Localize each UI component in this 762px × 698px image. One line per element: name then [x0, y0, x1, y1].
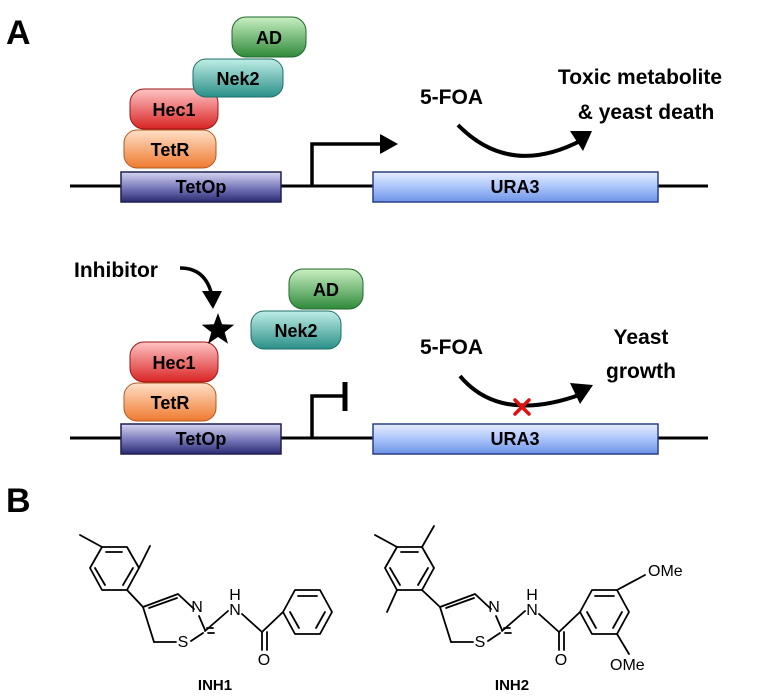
- bottom-scheme: TetOp URA3 TetR Hec1 Inhibitor Nek2 AD 5…: [70, 259, 708, 455]
- tetr-protein-bottom: TetR: [123, 382, 217, 422]
- nek2-protein-top: Nek2: [192, 58, 284, 98]
- conversion-arrowhead-bottom: [570, 383, 593, 404]
- outcome-line1-top: Toxic metabolite: [558, 66, 722, 89]
- ura3-label-top: URA3: [490, 177, 539, 197]
- compound-name-inh2: INH2: [495, 677, 529, 694]
- inh1-amide-n: N: [229, 602, 241, 619]
- promoter-arrow-top: [310, 142, 385, 186]
- nek2-label-top: Nek2: [216, 69, 259, 89]
- hec1-protein-top: Hec1: [129, 88, 219, 130]
- promoter-arrowhead-top: [380, 134, 398, 154]
- tetop-box-top: TetOp: [120, 171, 282, 203]
- inh1-amide-linker: [204, 610, 284, 651]
- inh2-amide-n: N: [526, 602, 538, 619]
- hec1-label-bottom: Hec1: [152, 353, 195, 373]
- inhibitor-arrowhead: [202, 291, 222, 309]
- ad-label-top: AD: [256, 28, 282, 48]
- nek2-label-bottom: Nek2: [274, 321, 317, 341]
- block-cross-icon: [513, 398, 531, 416]
- inh2-carbonyl-o: O: [555, 652, 567, 669]
- inh1-tolyl-ring: [79, 534, 151, 591]
- ad-protein-top: AD: [231, 16, 307, 58]
- inh2-dimethoxyphenyl-ring: [579, 574, 646, 655]
- inh2-mesityl-ring: [374, 525, 435, 613]
- tetop-label-top: TetOp: [176, 177, 227, 197]
- hec1-label-top: Hec1: [152, 100, 195, 120]
- inh1-thiazole-ring: [126, 589, 195, 643]
- outcome-line2-bottom: growth: [606, 360, 676, 383]
- compound-name-inh1: INH1: [198, 677, 232, 694]
- inh1-amide-h: H: [229, 587, 241, 604]
- inh1-carbonyl-o: O: [258, 652, 270, 669]
- conversion-arrowhead-top: [570, 131, 592, 151]
- ad-label-bottom: AD: [313, 280, 339, 300]
- inh1-ring-n: N: [191, 599, 203, 616]
- ura3-label-bottom: URA3: [490, 429, 539, 449]
- inh2-amide-linker: [501, 610, 581, 651]
- inh2-amide-h: H: [526, 587, 538, 604]
- nek2-protein-bottom: Nek2: [250, 310, 342, 350]
- inh1-ring-s: S: [178, 634, 189, 651]
- structure-inh2: N S N H O OMe OMe INH2: [374, 525, 683, 694]
- inh2-methoxy-bottom: OMe: [610, 657, 645, 674]
- inh1-phenyl-ring: [282, 589, 333, 635]
- inh2-ring-n: N: [488, 599, 500, 616]
- hec1-protein-bottom: Hec1: [129, 341, 219, 383]
- inh2-thiazole-ring: [421, 589, 492, 643]
- inh2-ring-s: S: [475, 634, 486, 651]
- substrate-label-top: 5-FOA: [420, 86, 483, 109]
- inhibitor-star-icon: [201, 313, 235, 344]
- promoter-line-bottom: [310, 394, 344, 438]
- tetr-label-top: TetR: [151, 140, 190, 160]
- tetop-label-bottom: TetOp: [176, 429, 227, 449]
- outcome-line2-top: & yeast death: [578, 101, 715, 124]
- top-scheme: TetOp URA3 TetR Hec1 Nek2 AD 5-FOA Toxic…: [70, 16, 722, 203]
- substrate-label-bottom: 5-FOA: [420, 336, 483, 359]
- tetr-protein-top: TetR: [123, 129, 217, 169]
- ad-protein-bottom: AD: [288, 268, 364, 310]
- structure-inh1: N S N H O INH1: [79, 534, 333, 694]
- conversion-arrow-bottom: [458, 374, 583, 408]
- ura3-box-bottom: URA3: [372, 423, 659, 455]
- panel-label-b: B: [6, 482, 31, 520]
- ura3-box-top: URA3: [372, 171, 659, 203]
- inhibitor-label: Inhibitor: [74, 259, 158, 282]
- inh2-methoxy-top: OMe: [648, 563, 683, 580]
- conversion-arrow-top: [456, 123, 583, 158]
- tetop-box-bottom: TetOp: [120, 423, 282, 455]
- panel-label-a: A: [6, 14, 31, 52]
- outcome-line1-bottom: Yeast: [614, 326, 669, 349]
- tetr-label-bottom: TetR: [151, 393, 190, 413]
